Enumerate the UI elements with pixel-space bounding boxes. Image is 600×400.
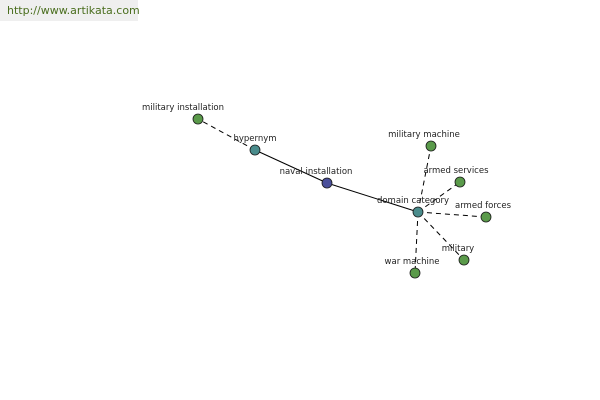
node-label-military-machine[interactable]: military machine: [388, 130, 460, 140]
node-armed-services[interactable]: [454, 176, 466, 188]
edge-naval-installation-to-domain-category: [326, 182, 419, 213]
edge-domain-category-to-armed-forces: [417, 211, 487, 218]
site-banner: http://www.artikata.com: [0, 0, 140, 21]
site-url-link[interactable]: http://www.artikata.com: [7, 4, 140, 17]
node-domain-category[interactable]: [412, 206, 424, 218]
node-label-naval-installation[interactable]: naval installation: [280, 167, 353, 177]
node-hypernym[interactable]: [249, 144, 261, 156]
edge-naval-installation-to-hypernym: [254, 149, 328, 184]
labels-layer: naval installation hypernym domain categor…: [142, 103, 512, 267]
node-label-hypernym[interactable]: hypernym: [233, 134, 276, 144]
edge-domain-category-to-war-machine: [414, 211, 419, 274]
node-military[interactable]: [458, 254, 470, 266]
node-war-machine[interactable]: [409, 267, 421, 279]
node-naval-installation[interactable]: [321, 177, 333, 189]
node-label-military-installation[interactable]: military installation: [142, 103, 224, 113]
node-military-installation[interactable]: [192, 113, 204, 125]
node-military-machine[interactable]: [425, 140, 437, 152]
nodes-layer: [192, 113, 492, 279]
edge-hypernym-to-military-installation: [197, 118, 256, 151]
node-label-war-machine[interactable]: war machine: [385, 257, 440, 267]
node-label-domain-category[interactable]: domain category: [377, 196, 449, 206]
edge-domain-category-to-military-machine: [417, 145, 432, 213]
node-label-military[interactable]: military: [442, 244, 474, 254]
node-label-armed-services[interactable]: armed services: [423, 166, 489, 176]
node-armed-forces[interactable]: [480, 211, 492, 223]
node-label-armed-forces[interactable]: armed forces: [455, 201, 512, 211]
edge-domain-category-to-military: [417, 211, 465, 261]
edges-layer: [197, 118, 487, 274]
